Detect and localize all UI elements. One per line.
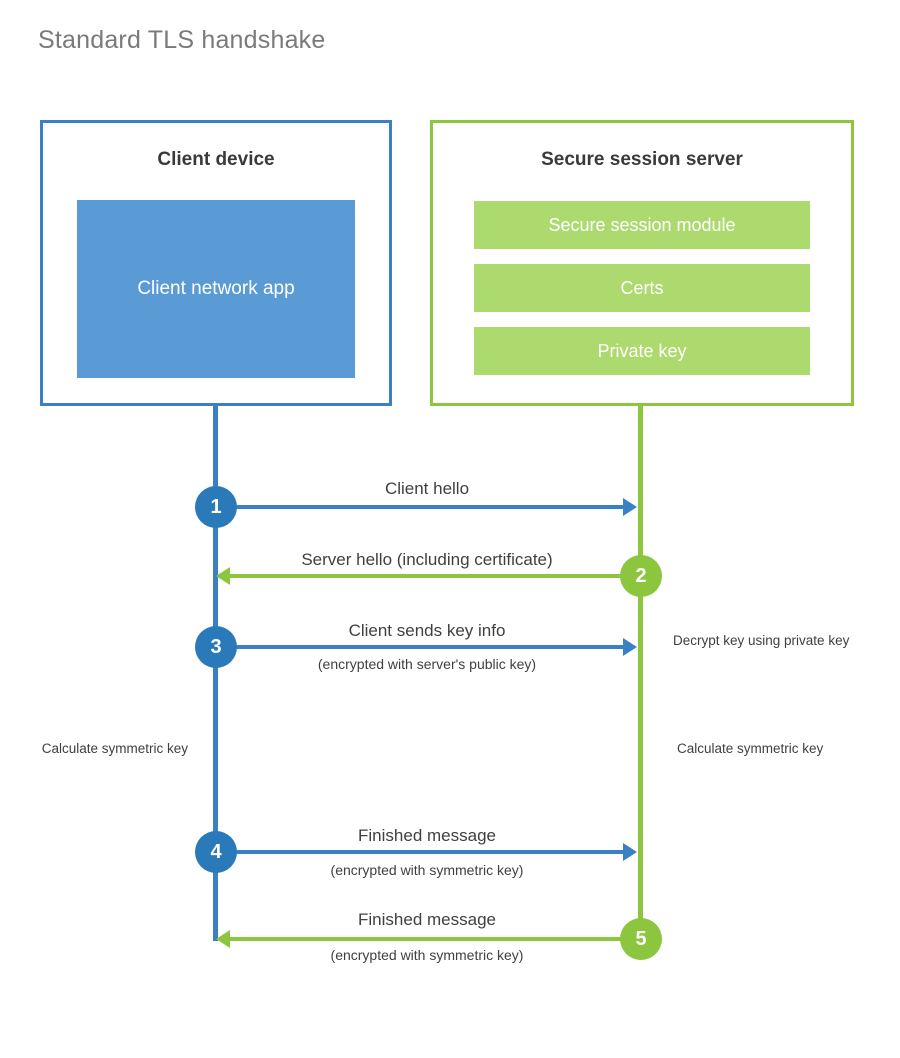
step-1-marker[interactable]: 1 (195, 486, 237, 528)
client-calculate-symmetric-key-note: Calculate symmetric key (41, 741, 188, 756)
step-3-marker[interactable]: 3 (195, 626, 237, 668)
step-1-arrow-line (216, 505, 624, 509)
client-lifeline (213, 403, 218, 941)
client-device-panel: Client device Client network app (40, 120, 392, 406)
client-device-title: Client device (157, 149, 275, 170)
step-5-sublabel: (encrypted with symmetric key) (330, 947, 524, 963)
step-1-arrow-head-icon (623, 498, 637, 516)
step-3-arrow-line (216, 645, 624, 649)
step-2-arrow-head-icon (216, 567, 230, 585)
client-network-app-block: Client network app (77, 200, 355, 378)
step-2-label: Server hello (including certificate) (301, 550, 553, 569)
step-3-label: Client sends key info (348, 621, 506, 640)
step-4-marker[interactable]: 4 (195, 831, 237, 873)
server-component-certs: Certs (474, 264, 810, 312)
step-5-label: Finished message (358, 910, 496, 929)
step-4-arrow-line (216, 850, 624, 854)
step-3-sublabel: (encrypted with server's public key) (317, 656, 537, 672)
server-lifeline (638, 403, 643, 941)
secure-session-server-title: Secure session server (541, 149, 743, 170)
step-2-arrow-line (230, 574, 624, 578)
server-component-secure-session-module: Secure session module (474, 201, 810, 249)
server-decrypt-note: Decrypt key using private key (673, 633, 850, 648)
step-4-label: Finished message (358, 826, 496, 845)
step-5-marker[interactable]: 5 (620, 918, 662, 960)
page-title: Standard TLS handshake (38, 26, 326, 54)
step-1-label: Client hello (384, 479, 470, 498)
step-5-arrow-head-icon (216, 930, 230, 948)
step-4-sublabel: (encrypted with symmetric key) (330, 862, 524, 878)
server-component-private-key: Private key (474, 327, 810, 375)
step-3-arrow-head-icon (623, 638, 637, 656)
step-5-arrow-line (230, 937, 624, 941)
server-calculate-symmetric-key-note: Calculate symmetric key (677, 741, 824, 756)
secure-session-server-panel: Secure session server Secure session mod… (430, 120, 854, 406)
step-4-arrow-head-icon (623, 843, 637, 861)
step-2-marker[interactable]: 2 (620, 555, 662, 597)
